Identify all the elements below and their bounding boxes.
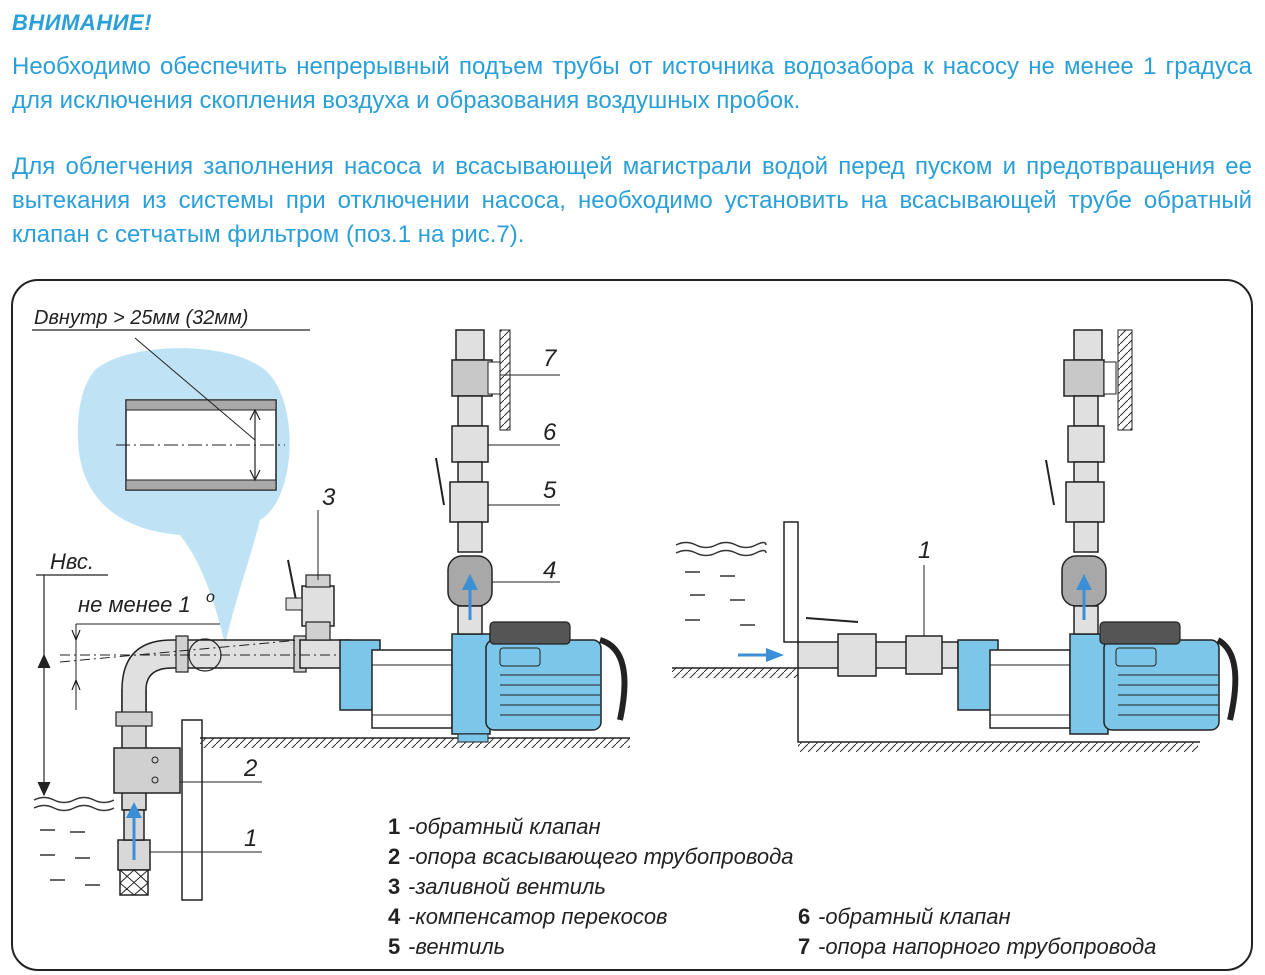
paragraph-slope: Необходимо обеспечить непрерывный подъем… [12,53,1252,114]
legend-num: 4 [388,904,401,929]
legend-text: -опора напорного трубопровода [818,934,1156,959]
warning-title: ВНИМАНИЕ! [12,10,153,35]
legend-num: 6 [798,904,810,929]
discharge-column-right [1045,329,1133,635]
tank-wall [783,521,799,643]
flow-arrow-suction [126,802,142,818]
callout-7: 7 [543,345,558,372]
legend-text: -компенсатор перекосов [408,904,668,929]
legend: 1 -обратный клапан 2 -опора всасывающего… [388,814,1156,959]
legend-num: 3 [388,874,400,899]
callout-leaders-left [150,374,560,853]
legend-num: 5 [388,934,400,959]
wall-left [181,719,203,901]
slope-label: не менее 1 [78,592,191,617]
callout-2: 2 [243,755,257,782]
suction-support [113,747,181,794]
legend-item-7: 7 -опора напорного трубопровода [798,934,1156,959]
discharge-valve [449,481,489,523]
discharge-support [451,359,493,397]
discharge-check-valve [451,425,489,463]
legend-num: 7 [798,934,810,959]
check-valve-right [905,635,943,675]
callout-1-right: 1 [918,537,931,564]
legend-text: -обратный клапан [408,814,601,839]
suction-elbow [121,639,301,721]
paragraph-check-valve: Для облегчения заполнения насоса и всасы… [12,153,1252,248]
priming-valve [301,585,335,627]
right-scheme: 1 [672,329,1239,752]
legend-item-3: 3 -заливной вентиль [388,874,606,899]
legend-item-2: 2 -опора всасывающего трубопровода [388,844,793,869]
flow-arrow-inlet [766,648,784,662]
water-right [675,541,767,626]
legend-text: -вентиль [408,934,505,959]
legend-text: -заливной вентиль [408,874,606,899]
left-scheme: Dвнутр > 25мм (32мм) [32,307,630,901]
callout-6: 6 [543,419,557,446]
pump-left [339,621,628,743]
diameter-label: Dвнутр > 25мм (32мм) [34,307,248,329]
callout-4: 4 [543,557,556,584]
legend-num: 1 [388,814,400,839]
legend-item-4: 4 -компенсатор перекосов [388,904,668,929]
instructions-header: ВНИМАНИЕ! Необходимо обеспечить непрерыв… [12,10,1252,252]
callout-3: 3 [322,484,336,511]
legend-item-5: 5 -вентиль [388,934,505,959]
legend-item-1: 1 -обратный клапан [388,814,601,839]
legend-num: 2 [388,844,400,869]
legend-item-6: 6 -обратный клапан [798,904,1011,929]
pump-right [957,621,1239,735]
callout-1: 1 [244,825,257,852]
legend-text: -обратный клапан [818,904,1011,929]
discharge-column-left [435,329,511,635]
shutoff-valve-right [837,633,877,677]
diagram-frame [11,279,1253,971]
slope-degree: o [206,589,215,606]
water-left [33,796,115,886]
legend-text: -опора всасывающего трубопровода [408,844,793,869]
flow-arrow-discharge [462,574,478,590]
callout-5: 5 [543,477,557,504]
height-label: Нвс. [50,549,94,574]
